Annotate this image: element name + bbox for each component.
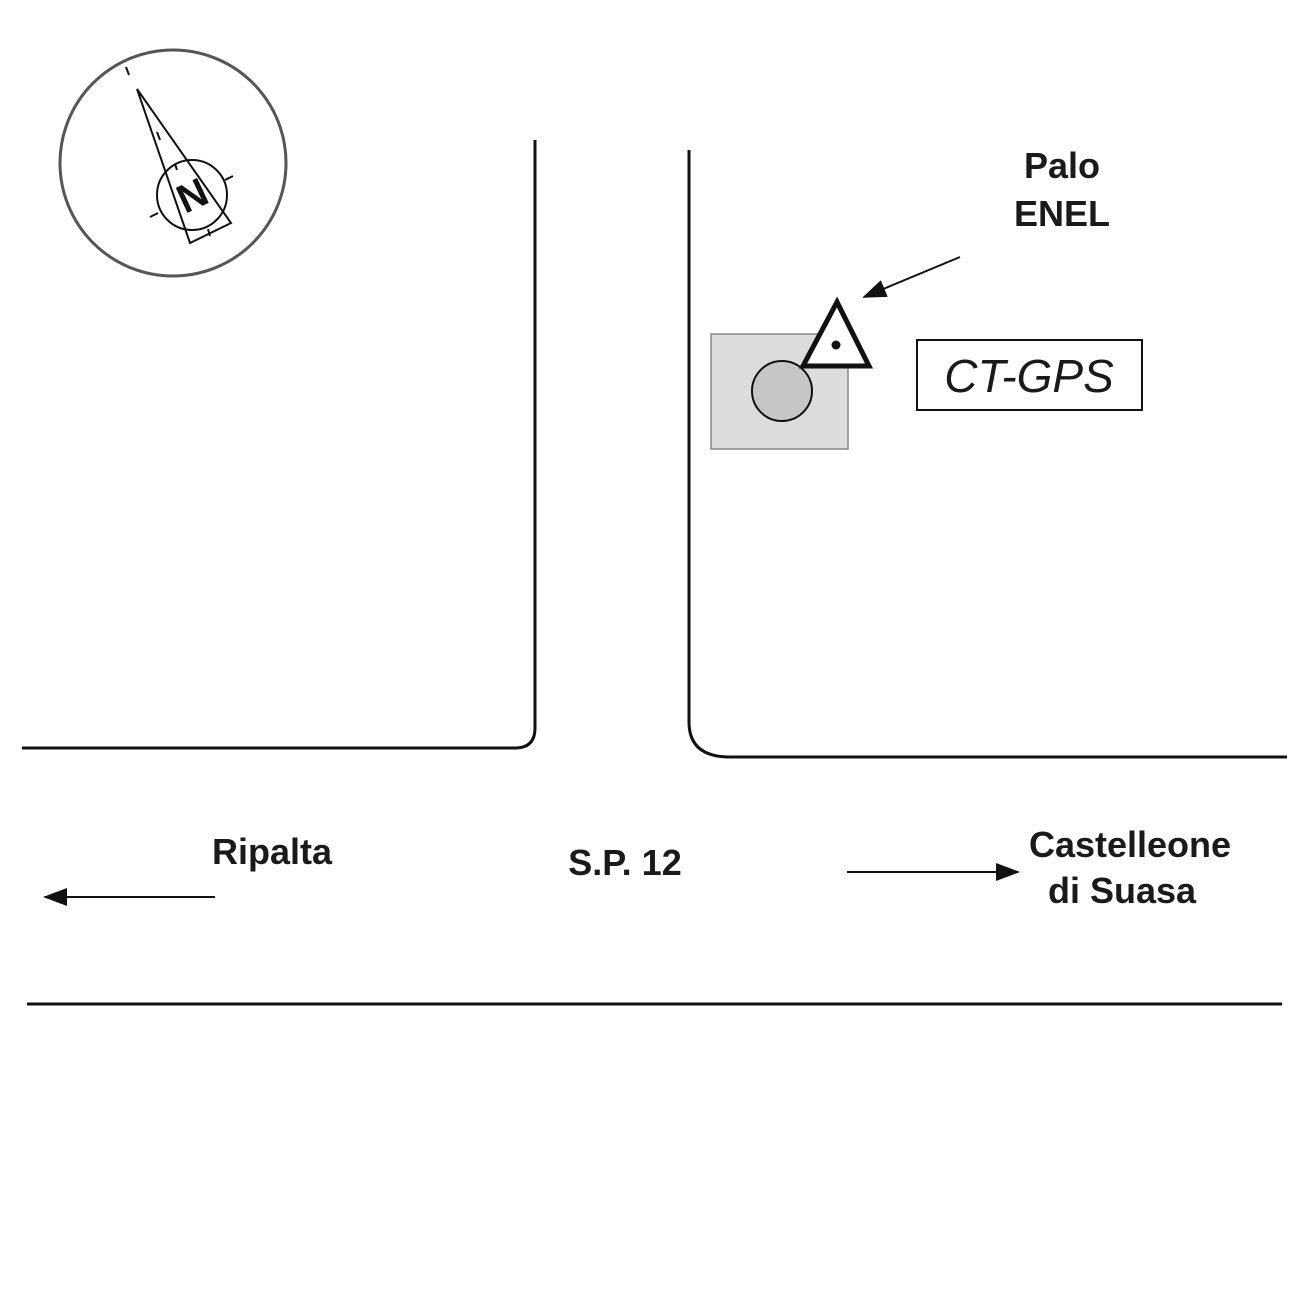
north-arrow-icon: N: [58, 48, 288, 278]
landmark-label-line2: ENEL: [1014, 193, 1110, 234]
station-label-box: [916, 339, 1143, 411]
side-road-west-edge: [22, 140, 537, 750]
station-label: CT-GPS: [944, 350, 1114, 402]
direction-east-label-line1: Castelleone: [1029, 824, 1231, 865]
compass-north-letter: N: [170, 170, 215, 222]
side-road-east-edge: [687, 150, 1287, 759]
road-name-label: S.P. 12: [568, 842, 681, 883]
direction-west-label: Ripalta: [212, 831, 333, 872]
power-pole-icon: [798, 296, 874, 369]
direction-east-label-line2: di Suasa: [1048, 870, 1197, 911]
power-pole-pointer-arrow: [862, 256, 961, 298]
landmark-label-line1: Palo: [1024, 145, 1100, 186]
